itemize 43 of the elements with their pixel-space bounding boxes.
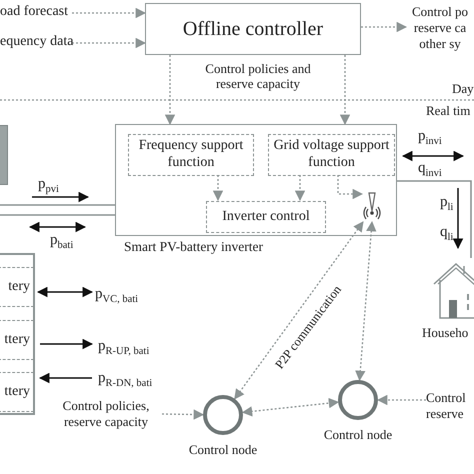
- arrow: [376, 394, 426, 406]
- node-text: Control reserve: [426, 390, 467, 422]
- node-text: Control policies, reserve capacity: [62, 398, 150, 430]
- timescale-label: Day: [452, 82, 474, 97]
- arrow: [340, 55, 350, 126]
- battery-container: [0, 253, 35, 415]
- connector-line: [0, 214, 115, 216]
- arrow: [242, 398, 340, 417]
- arrow: [337, 175, 364, 200]
- node-text: equency data: [0, 34, 72, 50]
- battery-box: [0, 372, 34, 412]
- panel-box: [0, 125, 8, 185]
- node-title: Frequency support function: [138, 138, 244, 172]
- arrow: [361, 22, 408, 32]
- arrow: [234, 221, 364, 400]
- node-caption: Smart PV-battery inverter: [124, 239, 263, 255]
- node-text: Control po reserve ca other sy: [411, 4, 469, 52]
- timescale-label: Real tim: [426, 104, 470, 119]
- controller-box: [145, 3, 361, 55]
- control-box: [206, 201, 326, 233]
- arrow: [164, 55, 176, 126]
- battery-box: [0, 267, 34, 307]
- node-title: Offline controller: [182, 18, 324, 40]
- arrow: [72, 8, 146, 18]
- node-title: ttery: [4, 332, 30, 348]
- node-title: Inverter control: [222, 208, 310, 226]
- node-title: tery: [8, 278, 30, 296]
- connector-line: [397, 180, 472, 258]
- connector-line: [0, 204, 115, 206]
- node-caption: Control node: [322, 427, 394, 443]
- node-caption: Househo: [422, 325, 468, 341]
- flow-label: Control policies and reserve capacity: [204, 62, 312, 92]
- node-title: Grid voltage support function: [272, 138, 390, 172]
- battery-box: [0, 320, 34, 360]
- function-box: [128, 134, 254, 176]
- node-caption: Control node: [188, 442, 258, 458]
- arrow: [162, 409, 204, 420]
- node-title: ttery: [4, 384, 30, 400]
- arrow: [72, 38, 146, 48]
- arrow: [294, 175, 306, 202]
- node-text: oad forecast: [0, 4, 70, 20]
- arrow: [355, 220, 376, 382]
- arrow: [212, 175, 224, 202]
